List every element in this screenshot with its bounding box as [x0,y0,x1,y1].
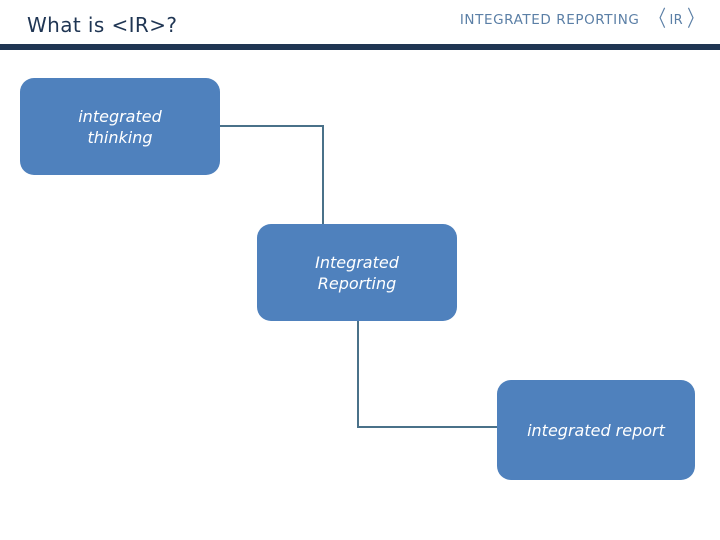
integrated-reporting-logo: INTEGRATED REPORTING 〈 IR 〉 [459,7,707,32]
logo-ir-text: IR [669,12,683,28]
node-integrated-reporting[interactable]: Integrated Reporting [257,224,457,321]
node-label: Integrated Reporting [315,252,399,293]
logo-wordmark: INTEGRATED REPORTING [459,12,640,28]
connector-reporting-to-report [357,321,497,428]
node-label: integrated thinking [78,106,162,147]
staircase-diagram: integrated thinking Integrated Reporting… [0,50,720,540]
header-divider [0,44,720,50]
node-integrated-report[interactable]: integrated report [497,380,695,480]
connector-thinking-to-reporting [220,125,324,224]
angle-bracket-left-icon: 〈 [649,7,666,32]
node-integrated-thinking[interactable]: integrated thinking [20,78,220,175]
angle-bracket-right-icon: 〉 [687,7,703,32]
slide-header: What is <IR>? INTEGRATED REPORTING 〈 IR … [0,0,720,50]
node-label: integrated report [527,420,665,440]
connector-lines [220,125,497,428]
ir-mark-icon: 〈 IR 〉 [647,7,707,32]
page-title: What is <IR>? [27,13,178,37]
